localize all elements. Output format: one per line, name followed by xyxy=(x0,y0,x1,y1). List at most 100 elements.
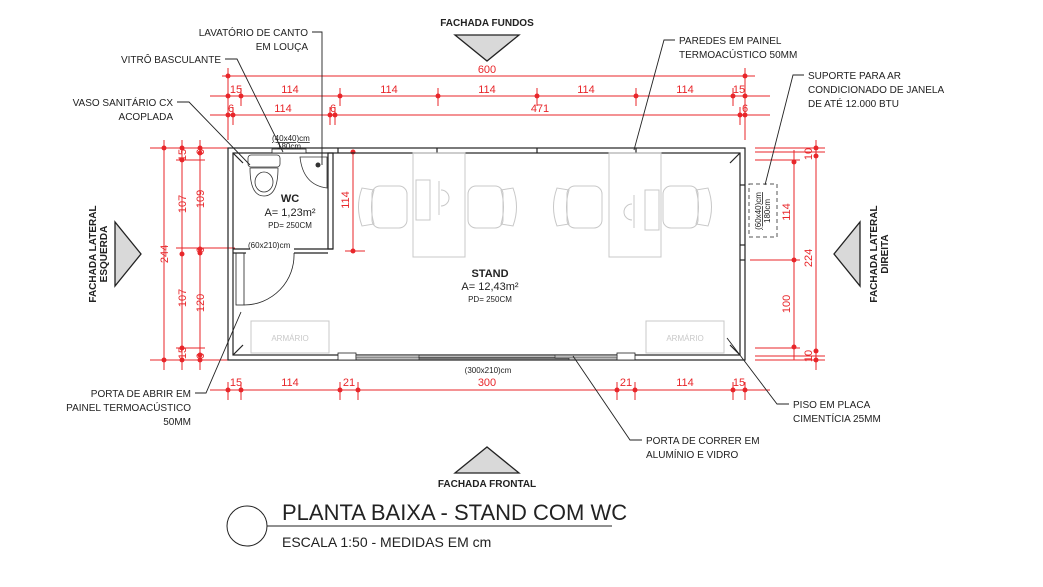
annotation-floor-line1: PISO EM PLACA xyxy=(793,400,871,411)
dim-top-r2-5: 114 xyxy=(676,84,694,96)
front-door-size: (300x210)cm xyxy=(465,366,512,375)
dim-top-r2-dot xyxy=(435,93,441,99)
ac-size: (60x40)cm xyxy=(754,192,763,230)
dim-top-r2-2: 114 xyxy=(380,84,398,96)
dim-left-inner-3: 120 xyxy=(195,294,207,312)
front-sliding-door: (300x210)cm xyxy=(337,352,636,375)
wc-window xyxy=(271,148,307,154)
desk-right xyxy=(608,152,662,258)
dim-top-r2-0: 15 xyxy=(230,84,242,96)
walls xyxy=(227,147,746,361)
dim-bottom-dot xyxy=(632,387,638,393)
wc-room-label: WC A= 1,23m² PD= 250CM xyxy=(264,193,315,230)
title-circle-icon xyxy=(226,505,268,547)
dim-left-dot xyxy=(179,345,185,351)
facade-left-label-1: FACHADA LATERAL xyxy=(88,205,99,302)
dim-interior-114: 114 xyxy=(340,191,352,209)
wc-room-name: WC xyxy=(281,193,299,205)
annotation-door: PORTA DE ABRIR EM PAINEL TERMOACÚSTICO 5… xyxy=(66,311,242,428)
chair-icon xyxy=(358,185,408,229)
dim-bottom-2: 21 xyxy=(343,377,355,389)
annotation-floor: PISO EM PLACA CIMENTÍCIA 25MM xyxy=(726,337,881,425)
facade-left-label-2: ESQUERDA xyxy=(99,226,110,283)
annotation-toilet: VASO SANITÁRIO CX ACOPLADA xyxy=(73,96,251,166)
annotation-floor-line2: CIMENTÍCIA 25MM xyxy=(793,412,881,425)
annotation-door-line1: PORTA DE ABRIR EM xyxy=(91,389,191,400)
dim-top-total: 600 xyxy=(478,64,496,76)
cabinet-right-label: ARMÁRIO xyxy=(666,334,703,343)
ac-sill: 180cm xyxy=(763,199,772,223)
title-main: PLANTA BAIXA - STAND COM WC xyxy=(282,500,627,525)
title-block: PLANTA BAIXA - STAND COM WC ESCALA 1:50 … xyxy=(226,500,627,550)
dim-bottom-4: 21 xyxy=(620,377,632,389)
annotation-walls-line1: PAREDES EM PAINEL xyxy=(679,36,782,47)
annotation-ac-line3: DE ATÉ 12.000 BTU xyxy=(808,97,899,110)
facade-front-marker: FACHADA FRONTAL xyxy=(438,446,536,490)
facade-back-label: FACHADA FUNDOS xyxy=(440,18,534,29)
dim-bottom-dot xyxy=(730,387,736,393)
wc-room-height: PD= 250CM xyxy=(268,221,312,230)
title-scale: ESCALA 1:50 - MEDIDAS EM cm xyxy=(282,534,491,550)
dim-bottom-dot xyxy=(742,387,748,393)
annotation-window: VITRÔ BASCULANTE xyxy=(121,53,284,153)
chair-icon xyxy=(553,185,603,229)
dim-right-inner-1: 100 xyxy=(781,295,793,313)
dim-top-r2-4: 114 xyxy=(577,84,595,96)
facade-back-arrow-icon xyxy=(453,34,521,62)
ac-support: (60x40)cm 180cm xyxy=(748,183,778,238)
annotation-door-line2: PAINEL TERMOACÚSTICO xyxy=(66,401,191,414)
dim-bottom-0: 15 xyxy=(230,377,242,389)
facade-left-marker: FACHADA LATERAL ESQUERDA xyxy=(88,205,142,303)
dim-right-outer-1: 10 xyxy=(803,350,815,362)
desk-left xyxy=(412,152,466,258)
dim-top-r2-dot xyxy=(633,93,639,99)
cabinet-left: ARMÁRIO xyxy=(250,320,330,354)
annotation-ac: SUPORTE PARA AR CONDICIONADO DE JANELA D… xyxy=(764,71,944,186)
dim-left-dot xyxy=(179,251,185,257)
dim-top-r3-dot xyxy=(737,112,743,118)
dim-left-outer-3: 15 xyxy=(177,347,189,359)
annotation-sliding-line2: ALUMÍNIO E VIDRO xyxy=(646,448,738,461)
dim-bottom-dot xyxy=(337,387,343,393)
facade-right-label-2: DIREITA xyxy=(880,234,891,273)
facade-right-label-1: FACHADA LATERAL xyxy=(869,205,880,302)
right-dimensions: 10 224 10 114 100 xyxy=(750,140,825,370)
wc-door xyxy=(235,252,295,306)
interior-dimension: 114 xyxy=(340,149,365,254)
dim-bottom-dot xyxy=(355,387,361,393)
stand-room-area: A= 12,43m² xyxy=(461,281,519,293)
annotation-sliding-line1: PORTA DE CORRER EM xyxy=(646,436,760,447)
dim-left-dot xyxy=(197,150,203,156)
dim-bottom-dot xyxy=(614,387,620,393)
dim-left-dot xyxy=(179,157,185,163)
dim-left-total: 244 xyxy=(159,245,171,263)
annotation-sliding-door: PORTA DE CORRER EM ALUMÍNIO E VIDRO xyxy=(572,355,760,461)
facade-left-arrow-icon xyxy=(114,220,142,288)
wc-window-sill: 180cm xyxy=(277,142,301,151)
dim-right-inner-0: 114 xyxy=(781,203,793,221)
cabinet-left-label: ARMÁRIO xyxy=(271,334,308,343)
dim-left-inner-2: 6 xyxy=(195,247,207,253)
dim-left-dot xyxy=(197,145,203,151)
facade-front-arrow-icon xyxy=(453,446,521,474)
annotation-window-text: VITRÔ BASCULANTE xyxy=(121,53,221,66)
annotation-sink: LAVATÓRIO DE CANTO EM LOUÇA xyxy=(199,26,323,165)
dim-left-dot xyxy=(197,250,203,256)
bottom-dimensions: 15 114 21 300 21 114 15 xyxy=(210,377,770,400)
top-dimensions: 600 15 114 114 114 114 114 15 6 114 6 47… xyxy=(210,64,770,140)
dim-left-outer-2: 107 xyxy=(177,289,189,307)
dim-left-dot xyxy=(197,352,203,358)
dim-top-r3-4: 6 xyxy=(742,103,748,115)
dim-top-r2-dot xyxy=(730,93,736,99)
dim-bottom-3: 300 xyxy=(478,377,496,389)
annotation-door-line3: 50MM xyxy=(163,417,191,428)
dim-top-r3-dot xyxy=(742,112,748,118)
dim-top-r2-dot xyxy=(225,93,231,99)
chair-icon xyxy=(467,185,517,229)
annotation-sink-line2: EM LOUÇA xyxy=(256,42,309,53)
dim-left-inner-4: 6 xyxy=(195,353,207,359)
cabinet-right: ARMÁRIO xyxy=(645,320,725,354)
dim-top-r3-1: 114 xyxy=(274,103,292,115)
dim-left-dot xyxy=(179,145,185,151)
